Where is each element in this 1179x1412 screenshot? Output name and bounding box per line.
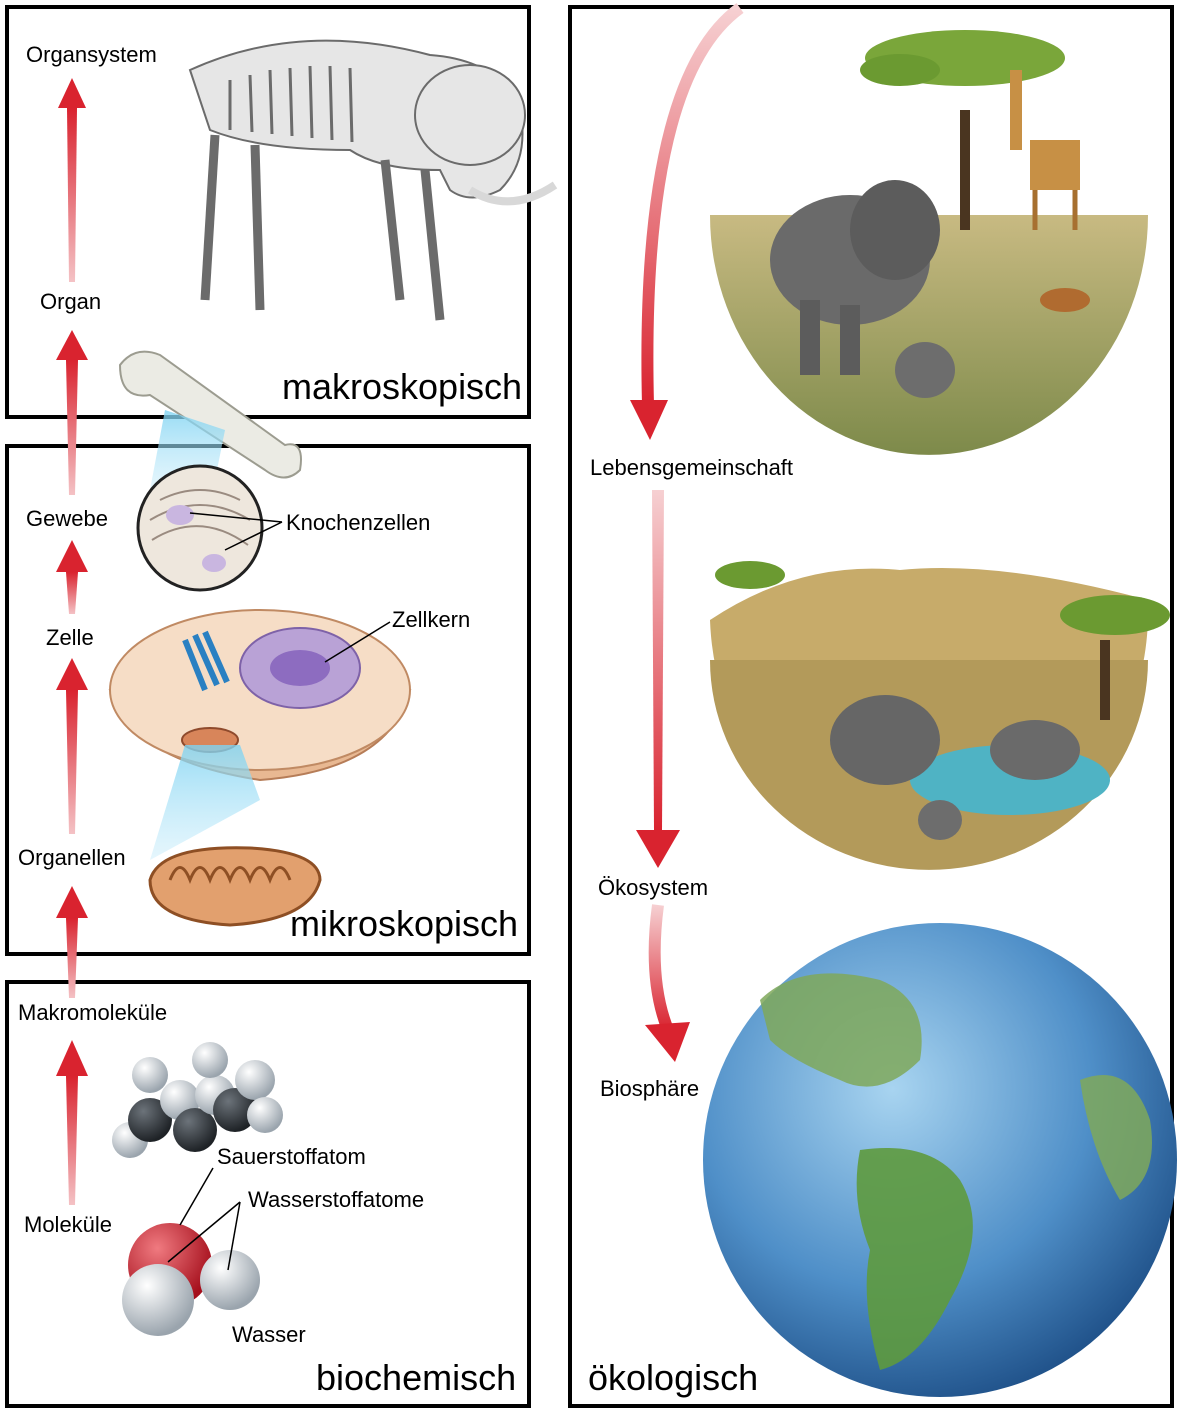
label-wasser: Wasser <box>232 1324 306 1346</box>
label-oekosystem: Ökosystem <box>598 877 708 899</box>
ecosystem-scene <box>710 561 1170 870</box>
arrow-lebensgemeinschaft-to-oekosystem <box>636 490 680 868</box>
earth-globe <box>703 923 1177 1397</box>
tissue-circle <box>138 466 262 590</box>
label-gewebe: Gewebe <box>26 508 108 530</box>
macromolecule-illustration <box>112 1042 283 1158</box>
label-organellen: Organellen <box>18 847 126 869</box>
label-wasserstoffatome: Wasserstoffatome <box>248 1189 424 1211</box>
arrow-oekosystem-to-biosphaere <box>645 905 690 1062</box>
title-oekologisch: ökologisch <box>588 1360 758 1396</box>
title-biochemisch: biochemisch <box>316 1360 516 1396</box>
community-scene <box>710 30 1148 455</box>
title-makroskopisch: makroskopisch <box>282 369 522 405</box>
water-molecule-illustration <box>122 1223 260 1336</box>
arrow-gewebe-to-organ <box>56 330 88 495</box>
arrow-organ-to-organsystem <box>58 78 86 282</box>
label-zelle: Zelle <box>46 627 94 649</box>
cell-illustration <box>110 610 410 780</box>
arrow-organellen-to-zelle <box>56 658 88 834</box>
arrow-makromolekuele-to-organellen <box>56 886 88 998</box>
label-makromolekuele: Makromoleküle <box>18 1002 167 1024</box>
title-mikroskopisch: mikroskopisch <box>290 906 518 942</box>
label-zellkern: Zellkern <box>392 609 470 631</box>
label-molekuele: Moleküle <box>24 1214 112 1236</box>
label-organ: Organ <box>40 291 101 313</box>
zoom-beam-cell <box>150 745 260 860</box>
label-lebensgemeinschaft: Lebensgemeinschaft <box>590 457 793 479</box>
arrow-molekuele-to-makromolekuele <box>56 1040 88 1205</box>
arrow-zelle-to-gewebe <box>56 540 88 614</box>
skeleton-illustration <box>190 41 555 320</box>
label-biosphaere: Biosphäre <box>600 1078 699 1100</box>
label-knochenzellen: Knochenzellen <box>286 512 430 534</box>
label-sauerstoffatom: Sauerstoffatom <box>217 1146 366 1168</box>
label-organsystem: Organsystem <box>26 44 157 66</box>
